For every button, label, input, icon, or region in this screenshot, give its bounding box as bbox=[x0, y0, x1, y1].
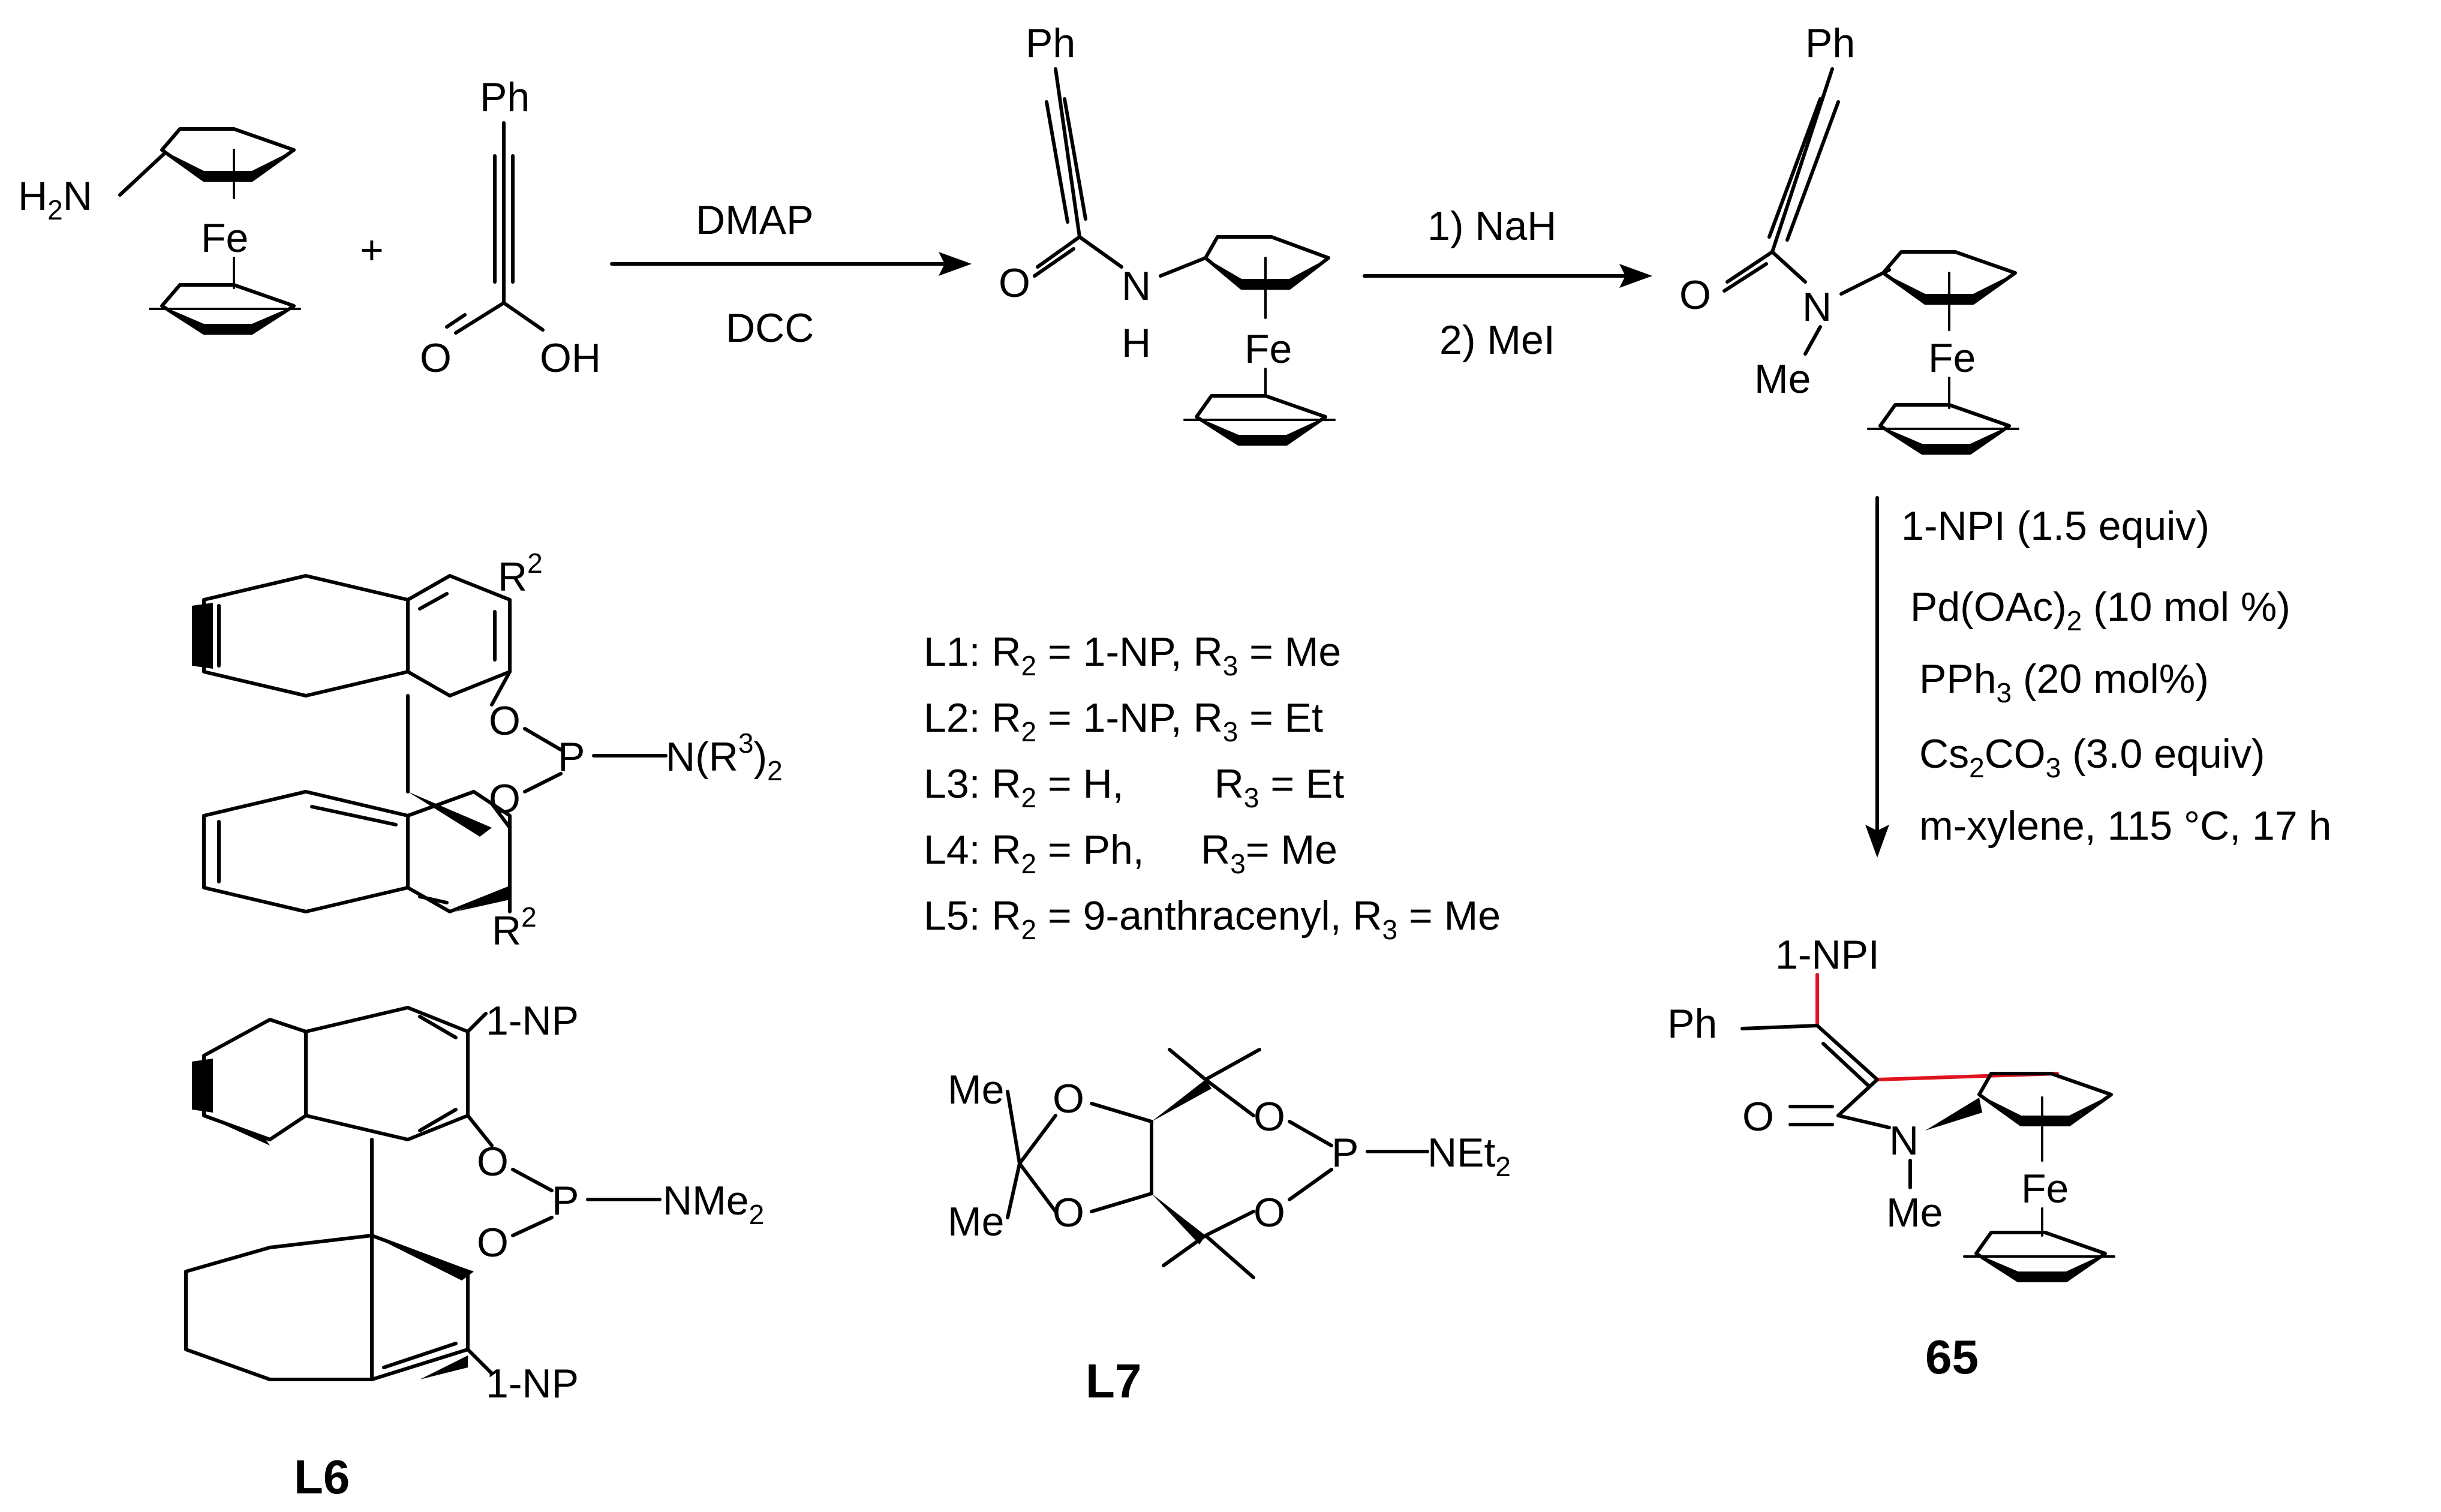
np-bottom-label: 1-NP bbox=[486, 1361, 579, 1406]
ph-label: Ph bbox=[480, 74, 530, 120]
reagent-nah: 1) NaH bbox=[1427, 203, 1556, 249]
me-bottom-label: Me bbox=[948, 1199, 1004, 1245]
condition-solvent: m-xylene, 115 °C, 17 h bbox=[1919, 803, 2331, 849]
p-label: P bbox=[558, 734, 585, 780]
binol-phosphoramidite: R2 O P N(R3)2 O R2 bbox=[192, 548, 783, 954]
ph-label: Ph bbox=[1026, 20, 1075, 66]
me-label: Me bbox=[1886, 1190, 1943, 1236]
fe-label: Fe bbox=[1244, 326, 1292, 372]
condition-pph3: PPh3 (20 mol%) bbox=[1919, 656, 2209, 708]
n-label: N bbox=[1122, 263, 1151, 309]
ligand-l2: L2: R2 = 1-NP, R3 = Et bbox=[924, 695, 1323, 747]
nme2-label: NMe2 bbox=[663, 1178, 764, 1230]
ligand-list: L1: R2 = 1-NP, R3 = Me L2: R2 = 1-NP, R3… bbox=[924, 629, 1501, 945]
compound-label-l7: L7 bbox=[1086, 1354, 1141, 1408]
reaction-arrow-2: 1) NaH 2) MeI bbox=[1363, 203, 1652, 363]
r2-top-label: R2 bbox=[498, 548, 543, 600]
me-label: Me bbox=[1754, 356, 1811, 402]
ligand-l7: Me Me O O O P NEt2 O L7 bbox=[948, 1048, 1511, 1408]
o3-label: O bbox=[1253, 1094, 1285, 1140]
o1-label: O bbox=[1053, 1076, 1084, 1122]
ligand-l4: L4: R2 = Ph, R3= Me bbox=[924, 827, 1337, 879]
plus-sign: + bbox=[360, 227, 384, 273]
propiolamide-ferrocene: Ph O N H Fe bbox=[999, 20, 1336, 446]
phenylpropiolic-acid: Ph O OH bbox=[420, 74, 601, 381]
n-label: N bbox=[1889, 1118, 1919, 1164]
ligand-l5: L5: R2 = 9-anthracenyl, R3 = Me bbox=[924, 893, 1501, 945]
np-top-label: 1-NP bbox=[486, 998, 579, 1044]
o-label: O bbox=[1742, 1094, 1774, 1140]
reagent-dmap: DMAP bbox=[696, 197, 813, 243]
ligand-l6: 1-NP O P NMe2 O 1-NP L6 bbox=[184, 998, 764, 1504]
o-label: O bbox=[1679, 272, 1711, 318]
o2-label: O bbox=[1053, 1190, 1084, 1236]
fe-label: Fe bbox=[201, 215, 248, 261]
reaction-arrow-3: 1-NPI (1.5 equiv) Pd(OAc)2 (10 mol %) PP… bbox=[1865, 496, 2331, 858]
ph-label: Ph bbox=[1805, 20, 1855, 66]
o4-label: O bbox=[1253, 1190, 1285, 1236]
h-label: H bbox=[1122, 320, 1151, 366]
p-label: P bbox=[552, 1178, 579, 1224]
net2-label: NEt2 bbox=[1427, 1130, 1511, 1182]
ligand-l3: L3: R2 = H, R3 = Et bbox=[924, 761, 1344, 813]
aminoferrocene: H2N Fe bbox=[18, 127, 301, 335]
oh-label: OH bbox=[540, 335, 601, 381]
ligand-l1: L1: R2 = 1-NP, R3 = Me bbox=[924, 629, 1341, 681]
o-top-label: O bbox=[489, 698, 521, 744]
cp-ring-bottom bbox=[149, 257, 301, 335]
n-methyl-propiolamide-ferrocene: Ph O N Me Fe bbox=[1679, 20, 2019, 455]
p-label: P bbox=[1331, 1130, 1358, 1176]
cp-ring-top bbox=[160, 127, 296, 199]
fe-label: Fe bbox=[1928, 335, 1976, 381]
condition-npi: 1-NPI (1.5 equiv) bbox=[1901, 503, 2209, 549]
product-65: 1-NPI Ph O N Me Fe 65 bbox=[1667, 932, 2115, 1384]
compound-number-65: 65 bbox=[1925, 1330, 1979, 1384]
compound-label-l6: L6 bbox=[294, 1450, 350, 1504]
o-top-label: O bbox=[477, 1139, 509, 1185]
ph-label: Ph bbox=[1667, 1001, 1717, 1047]
nh2-label: H2N bbox=[18, 173, 92, 226]
n-label: N bbox=[1802, 284, 1832, 330]
me-top-label: Me bbox=[948, 1067, 1004, 1113]
reagent-dcc: DCC bbox=[726, 305, 814, 351]
condition-pd: Pd(OAc)2 (10 mol %) bbox=[1910, 584, 2290, 636]
o-label: O bbox=[420, 335, 452, 381]
reaction-arrow-1: DMAP DCC bbox=[610, 197, 972, 351]
npi-label: 1-NPI bbox=[1775, 932, 1880, 978]
o-bottom-label: O bbox=[489, 776, 521, 822]
condition-cs2co3: Cs2CO3 (3.0 equiv) bbox=[1919, 731, 2265, 783]
o-label: O bbox=[999, 260, 1030, 306]
nr3-label: N(R3)2 bbox=[666, 728, 783, 786]
o-bottom-label: O bbox=[477, 1220, 509, 1265]
reagent-mei: 2) MeI bbox=[1439, 317, 1555, 363]
fe-label: Fe bbox=[2021, 1166, 2069, 1212]
r2-bottom-label: R2 bbox=[492, 901, 537, 954]
